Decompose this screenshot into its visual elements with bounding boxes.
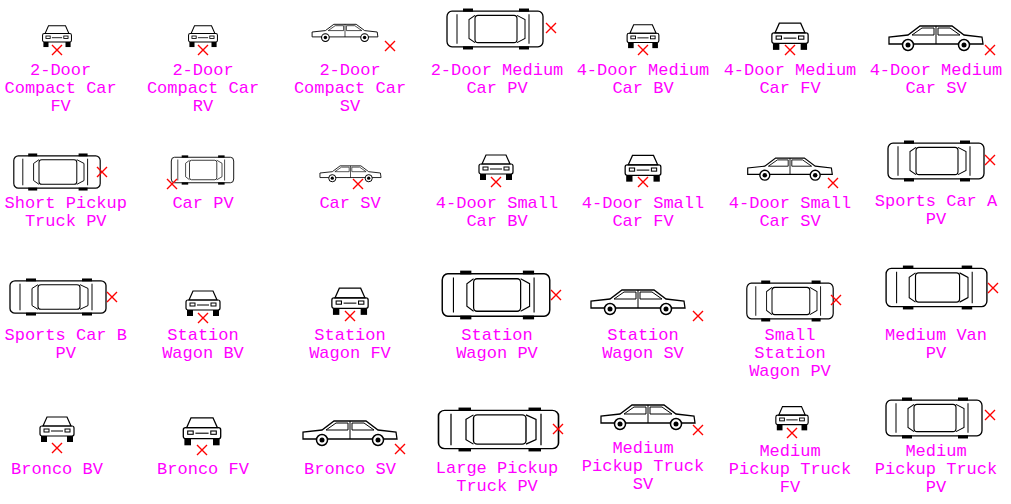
vehicle-label: 4-Door Small Car SV xyxy=(727,195,852,231)
vehicle-label: Large Pickup Truck PV xyxy=(434,460,559,496)
vehicle-label: 2-Door Compact Car FV xyxy=(3,62,118,116)
vehicle-label: 2-Door Compact Car SV xyxy=(292,62,407,116)
vehicle-label: Station Wagon SV xyxy=(601,327,686,363)
vehicle-label: 2-Door Medium Car PV xyxy=(429,62,565,98)
vehicle-label: Sports Car B PV xyxy=(3,327,128,363)
vehicle-label: Bronco BV xyxy=(10,461,105,479)
vehicle-label: Short Pickup Truck PV xyxy=(3,195,128,231)
vehicle-label: Medium Van PV xyxy=(883,327,988,363)
vehicle-label: 4-Door Medium Car FV xyxy=(722,62,858,98)
vehicle-label: Station Wagon BV xyxy=(161,327,246,363)
vehicle-label: Medium Pickup Truck FV xyxy=(727,443,852,497)
vehicle-label: Car SV xyxy=(318,195,382,213)
vehicle-label: Sports Car A PV xyxy=(873,193,998,229)
vehicle-label: Bronco SV xyxy=(303,461,398,479)
vehicle-label: Car PV xyxy=(171,195,235,213)
vehicle-label: Station Wagon PV xyxy=(455,327,540,363)
vehicle-label: 2-Door Compact Car RV xyxy=(145,62,260,116)
vehicle-label: 4-Door Medium Car BV xyxy=(575,62,711,98)
vehicle-label: Station Wagon FV xyxy=(308,327,393,363)
vehicle-label: Bronco FV xyxy=(156,461,251,479)
vehicle-label: Medium Pickup Truck PV xyxy=(873,443,998,497)
vehicle-label: 4-Door Small Car FV xyxy=(580,195,705,231)
vehicle-label: 4-Door Medium Car SV xyxy=(868,62,1004,98)
vehicle-label: Medium Pickup Truck SV xyxy=(580,440,705,494)
vehicle-label: Small Station Wagon PV xyxy=(748,327,833,381)
vehicle-label: 4-Door Small Car BV xyxy=(434,195,559,231)
